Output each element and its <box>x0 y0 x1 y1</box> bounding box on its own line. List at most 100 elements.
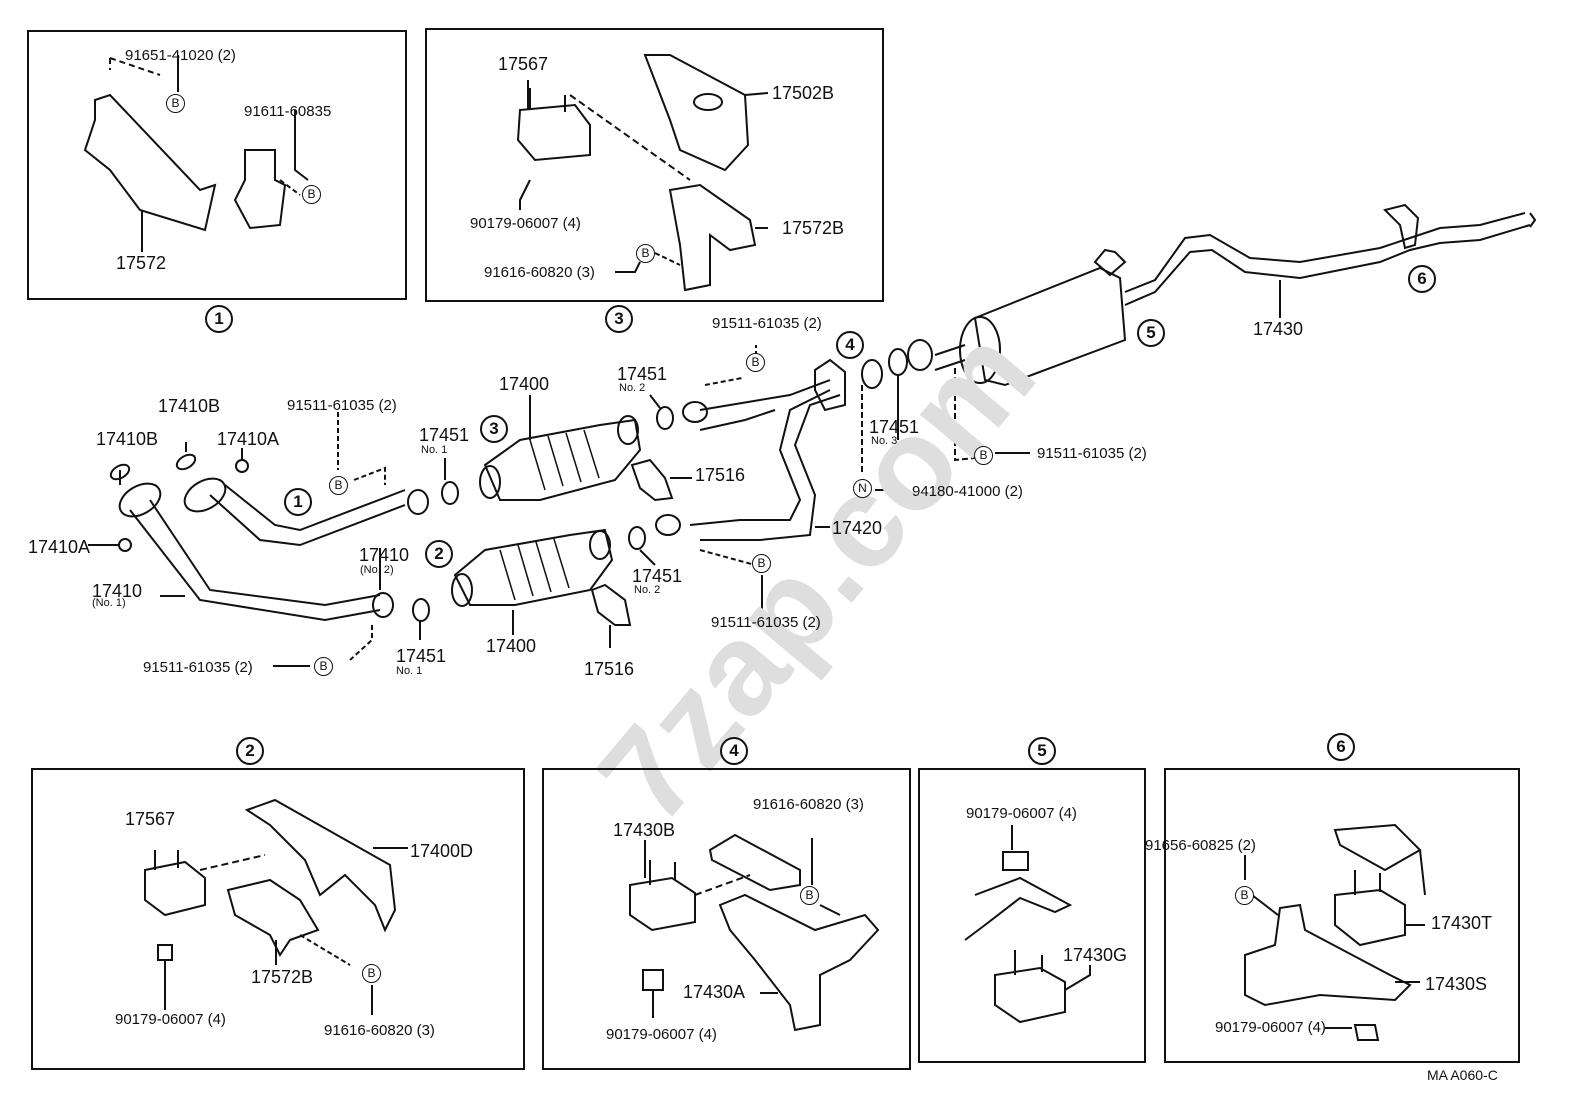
mount-17567-p2 <box>144 860 206 917</box>
part-label[interactable]: 17430G <box>1063 945 1128 965</box>
hanger-label[interactable]: 17516 <box>695 465 746 485</box>
part-label[interactable]: 90179-06007 (4) <box>966 805 1077 822</box>
callout-1-main[interactable]: 1 <box>284 488 312 516</box>
part-label[interactable]: 17567 <box>498 54 549 74</box>
bolt-badge-b[interactable]: B <box>166 94 185 113</box>
part-label[interactable]: 90179-06007 (4) <box>470 215 581 232</box>
callout-5[interactable]: 5 <box>1028 737 1056 765</box>
part-label[interactable]: 90179-06007 (4) <box>606 1026 717 1043</box>
bolt-badge-b[interactable]: B <box>362 964 381 983</box>
callout-2-main[interactable]: 2 <box>425 540 453 568</box>
bracket-17430S <box>1244 903 1412 1007</box>
front-pipe-no2 <box>209 484 406 547</box>
hanger-label[interactable]: 17516 <box>584 659 635 679</box>
part-label[interactable]: 91616-60820 (3) <box>753 796 864 813</box>
bolt-badge-b[interactable]: B <box>302 185 321 204</box>
part-label[interactable]: 90179-06007 (4) <box>1215 1019 1326 1036</box>
part-label[interactable]: 17567 <box>125 809 176 829</box>
center-pipe-17420 <box>689 379 831 526</box>
bolt-badge-b[interactable]: B <box>746 353 765 372</box>
part-label[interactable]: 17430B <box>613 820 676 840</box>
bolt-label[interactable]: 91511-61035 (2) <box>287 397 397 414</box>
part-label[interactable]: 17400D <box>410 841 474 861</box>
bolt-badge-b[interactable]: B <box>1235 886 1254 905</box>
callout-3-main[interactable]: 3 <box>480 415 508 443</box>
bolt-badge-b[interactable]: B <box>329 476 348 495</box>
muffler <box>973 266 1127 387</box>
cat-converter-17400-b <box>453 528 614 606</box>
callout-6[interactable]: 6 <box>1327 733 1355 761</box>
bolt-badge-b[interactable]: B <box>800 886 819 905</box>
gasket-sub: No. 1 <box>396 665 423 677</box>
mount-17430G <box>994 966 1066 1024</box>
bracket-17400D <box>244 798 397 933</box>
part-label[interactable]: 17572B <box>782 218 845 238</box>
tail-pipe-17430 <box>1124 212 1531 306</box>
bolt-badge-b[interactable]: B <box>974 446 993 465</box>
hanger-17516-a <box>630 458 674 502</box>
bolt-badge-b[interactable]: B <box>752 554 771 573</box>
part-label[interactable]: 17430A <box>683 982 746 1002</box>
nut-badge-n[interactable]: N <box>853 479 872 498</box>
part-label[interactable]: 17572B <box>251 967 314 987</box>
tail-hanger <box>1383 203 1420 250</box>
gasket-sub: No. 1 <box>421 444 448 456</box>
part-label[interactable]: 91616-60820 (3) <box>324 1022 435 1039</box>
bolt-label[interactable]: 91511-61035 (2) <box>712 315 822 332</box>
bolt-label[interactable]: 91511-61035 (2) <box>143 659 253 676</box>
bracket-p6-top <box>1333 823 1426 896</box>
callout-5-main[interactable]: 5 <box>1137 319 1165 347</box>
cat-label[interactable]: 17400 <box>486 636 537 656</box>
part-label[interactable]: 91616-60820 (3) <box>484 264 595 281</box>
gasket-sub: No. 2 <box>634 584 661 596</box>
gasket-label[interactable]: 17451 <box>632 566 683 586</box>
bolt-label[interactable]: 91511-61035 (2) <box>711 614 821 631</box>
bracket-17572B-top <box>668 183 757 292</box>
part-label[interactable]: 17430T <box>1431 913 1493 933</box>
panel-2-frame <box>31 768 525 1070</box>
part-label[interactable]: 91611-60835 <box>244 103 332 120</box>
front-pipe-sub: (No. 1) <box>92 597 126 609</box>
gasket-label[interactable]: 17410B <box>96 429 159 449</box>
front-pipe-no1 <box>129 499 381 622</box>
bracket-17502B <box>643 54 750 172</box>
callout-4[interactable]: 4 <box>720 737 748 765</box>
nut-label[interactable]: 17410A <box>217 429 280 449</box>
gasket-sub: No. 3 <box>871 435 898 447</box>
gasket-label[interactable]: 17451 <box>869 417 920 437</box>
part-label[interactable]: 90179-06007 (4) <box>115 1011 226 1028</box>
cat-converter-17400-a <box>483 418 642 501</box>
callout-4-main[interactable]: 4 <box>836 331 864 359</box>
cat-label[interactable]: 17400 <box>499 374 550 394</box>
bolt-label[interactable]: 91511-61035 (2) <box>1037 445 1147 462</box>
callout-1[interactable]: 1 <box>205 305 233 333</box>
pipe-label[interactable]: 17420 <box>832 518 883 538</box>
mount-17430B <box>629 876 696 932</box>
front-pipe-label[interactable]: 17410 <box>92 581 143 601</box>
part-label[interactable]: 17430S <box>1425 974 1488 994</box>
panel-4-frame <box>542 768 911 1070</box>
front-pipe-label[interactable]: 17410 <box>359 545 410 565</box>
bolt-badge-b[interactable]: B <box>314 657 333 676</box>
callout-2[interactable]: 2 <box>236 737 264 765</box>
panel-3-frame <box>425 28 884 302</box>
gasket-label[interactable]: 17451 <box>617 364 668 384</box>
callout-6-main[interactable]: 6 <box>1408 265 1436 293</box>
panel-6-frame <box>1164 768 1520 1063</box>
part-label[interactable]: 17572 <box>116 253 167 273</box>
nut-label[interactable]: 17410A <box>28 537 91 557</box>
bracket-17572 <box>83 93 217 232</box>
nut-label[interactable]: 94180-41000 (2) <box>912 483 1023 500</box>
gasket-label[interactable]: 17451 <box>396 646 447 666</box>
gasket-label[interactable]: 17410B <box>158 396 221 416</box>
muffler-hanger <box>1093 248 1127 277</box>
panel-5-frame <box>918 768 1146 1063</box>
gasket-label[interactable]: 17451 <box>419 425 470 445</box>
part-label[interactable]: 91656-60825 (2) <box>1145 837 1256 854</box>
tail-pipe-label[interactable]: 17430 <box>1253 319 1304 339</box>
bracket-17420 <box>814 358 846 412</box>
part-label[interactable]: 91651-41020 (2) <box>125 47 236 64</box>
part-label[interactable]: 17502B <box>772 83 835 103</box>
bolt-badge-b[interactable]: B <box>636 244 655 263</box>
callout-3[interactable]: 3 <box>605 305 633 333</box>
